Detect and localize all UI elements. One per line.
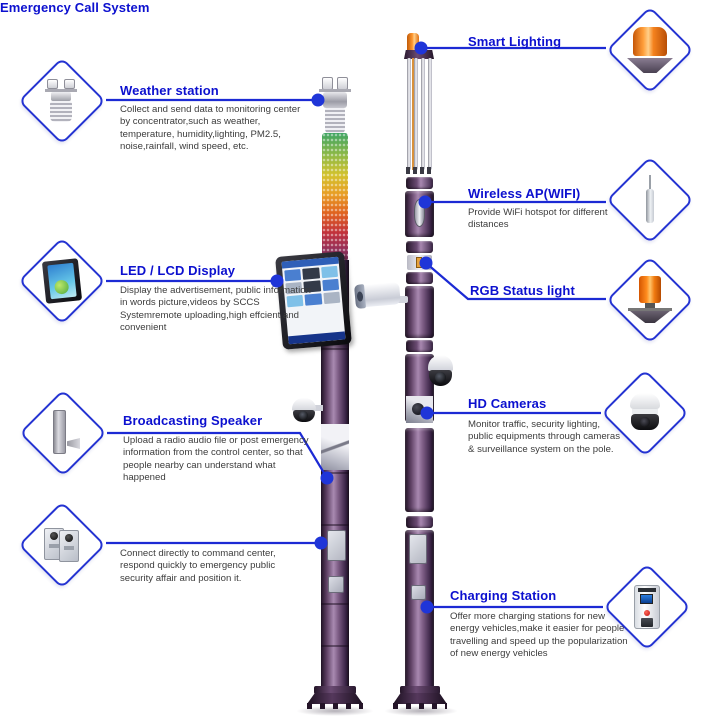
pole-shadow bbox=[384, 706, 458, 716]
light-tube bbox=[428, 58, 432, 170]
antenna-icon bbox=[606, 156, 694, 244]
feature-title-hd-cameras: HD Cameras bbox=[468, 396, 547, 411]
access-panel-small bbox=[411, 585, 426, 600]
pole-ring bbox=[406, 272, 433, 284]
dome-camera bbox=[292, 398, 316, 423]
beacon-light-icon bbox=[606, 6, 694, 94]
access-panel bbox=[327, 530, 346, 561]
pole-base-flange bbox=[307, 693, 363, 704]
pole-segment bbox=[405, 428, 434, 512]
weather-sensor-bar bbox=[319, 89, 351, 92]
bullet-camera-lens bbox=[353, 284, 367, 309]
tube-feet bbox=[406, 167, 433, 174]
feature-desc-wireless-ap: Provide WiFi hotspot for different dista… bbox=[468, 207, 608, 231]
light-tube bbox=[421, 58, 425, 170]
lcd-thumbnail bbox=[302, 267, 320, 280]
lcd-display-icon bbox=[18, 237, 106, 325]
rgb-led-pole-section bbox=[322, 133, 348, 263]
pole-ring bbox=[406, 177, 433, 189]
dome-camera bbox=[428, 355, 453, 388]
feature-title-charging-station: Charging Station bbox=[450, 588, 557, 603]
wifi-ap-emblem bbox=[414, 199, 425, 227]
camera-arm bbox=[396, 296, 408, 303]
pole-ring bbox=[406, 241, 433, 253]
lighting-tubes bbox=[406, 58, 433, 170]
pole-segment bbox=[405, 286, 434, 338]
lcd-thumbnail bbox=[323, 291, 341, 305]
feature-desc-charging-station: Offer more charging stations for new ene… bbox=[450, 611, 628, 660]
pole-section-line bbox=[321, 645, 349, 647]
dome-camera-lens bbox=[293, 410, 315, 422]
pole-section-line bbox=[321, 472, 349, 474]
rgb-light-icon-art bbox=[621, 271, 679, 329]
weather-station-icon bbox=[18, 57, 106, 145]
dome-camera-lens bbox=[429, 370, 452, 386]
column-speaker-icon-art bbox=[34, 404, 92, 462]
pole-base-flange bbox=[393, 693, 447, 704]
column-speaker-icon bbox=[19, 389, 107, 477]
light-tube-orange bbox=[412, 58, 414, 170]
lcd-thumbnail bbox=[321, 278, 340, 292]
camera-mount-housing bbox=[321, 424, 349, 470]
feature-title-rgb-status-light: RGB Status light bbox=[470, 283, 575, 298]
antenna-icon-art bbox=[621, 171, 679, 229]
weather-sensor-head bbox=[323, 92, 347, 108]
feature-desc-hd-cameras: Monitor traffic, security lighting, publ… bbox=[468, 419, 620, 455]
feature-desc-led-lcd-display: Display the advertisement, public inform… bbox=[120, 285, 311, 334]
pole-base-bolts bbox=[393, 703, 447, 709]
camera-mount-housing bbox=[406, 396, 433, 423]
lcd-display-icon-art bbox=[33, 252, 91, 310]
bullet-camera-body bbox=[360, 282, 401, 308]
feature-desc-emergency-call-system: Connect directly to command center, resp… bbox=[120, 548, 276, 584]
dome-camera-top bbox=[428, 355, 453, 371]
feature-title-emergency-call-system: Emergency Call System bbox=[0, 0, 150, 15]
camera-arm bbox=[314, 405, 323, 411]
feature-desc-broadcasting-speaker: Upload a radio audio file or post emerge… bbox=[123, 435, 309, 484]
pole-section-line bbox=[321, 348, 349, 350]
intercom-panels-icon bbox=[18, 501, 106, 589]
ev-charger-icon-art bbox=[618, 578, 676, 636]
access-panel bbox=[409, 534, 427, 564]
pole-ring bbox=[406, 340, 433, 352]
pole-base-bolts bbox=[307, 703, 363, 709]
bullet-camera bbox=[353, 281, 401, 310]
beacon-base bbox=[404, 50, 434, 59]
status-light-slot bbox=[416, 257, 422, 268]
light-tube bbox=[414, 58, 418, 170]
weather-station-icon-art bbox=[33, 72, 91, 130]
lcd-thumbnail bbox=[320, 265, 339, 279]
pole-base-cap bbox=[400, 686, 440, 694]
pole-section-line bbox=[321, 603, 349, 605]
dome-camera-top bbox=[292, 398, 316, 411]
beacon-light-icon-art bbox=[621, 21, 679, 79]
pole-ring bbox=[406, 516, 433, 528]
feature-title-smart-lighting: Smart Lighting bbox=[468, 34, 562, 49]
intercom-panels-icon-art bbox=[33, 516, 91, 574]
rgb-light-icon bbox=[606, 256, 694, 344]
feature-title-wireless-ap: Wireless AP(WIFI) bbox=[468, 186, 581, 201]
beacon-light bbox=[407, 33, 419, 52]
feature-title-broadcasting-speaker: Broadcasting Speaker bbox=[123, 413, 263, 428]
ptz-camera-icon-art bbox=[616, 384, 674, 442]
pole-shadow bbox=[296, 706, 374, 716]
weather-sensor-body bbox=[325, 108, 345, 134]
pole-base-cap bbox=[314, 686, 356, 694]
pole-section-line bbox=[321, 524, 349, 526]
feature-title-led-lcd-display: LED / LCD Display bbox=[120, 263, 236, 278]
rgb-status-light-segment bbox=[407, 255, 432, 270]
feature-title-weather-station: Weather station bbox=[120, 83, 219, 98]
lcd-thumbnail bbox=[284, 269, 302, 282]
access-panel-small bbox=[328, 576, 344, 593]
light-tube bbox=[407, 58, 411, 170]
feature-desc-weather-station: Collect and send data to monitoring cent… bbox=[120, 104, 301, 153]
